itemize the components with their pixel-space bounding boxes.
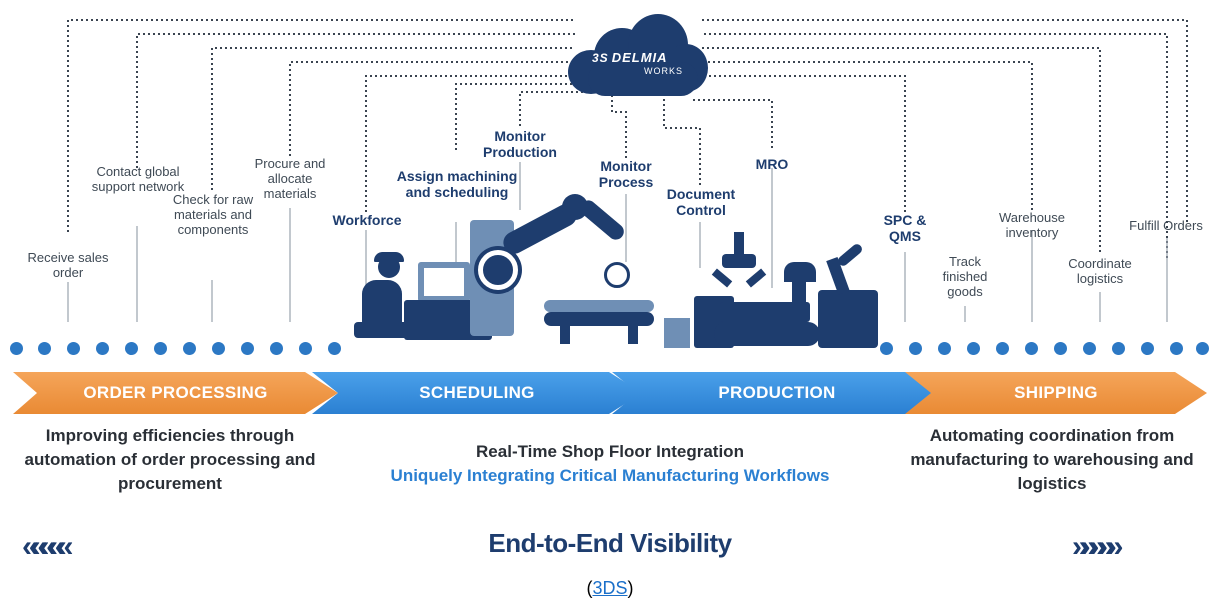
source-credit: (3DS) <box>560 578 660 599</box>
route-monitor-proc <box>611 96 627 158</box>
step-spc-qms: SPC & QMS <box>883 212 927 244</box>
route-track <box>702 61 1033 210</box>
step-fulfill-orders: Fulfill Orders <box>1129 218 1203 233</box>
step-mro: MRO <box>755 156 789 172</box>
step-assign-machining: Assign machining and scheduling <box>396 168 518 200</box>
step-monitor-production: Monitor Production <box>483 128 557 160</box>
route-check <box>211 47 575 190</box>
step-check-materials: Check for raw materials and components <box>172 192 254 237</box>
credit-close: ) <box>627 578 634 598</box>
route-spc <box>702 75 906 212</box>
credit-open: ( <box>586 578 593 598</box>
route-receive <box>67 19 575 232</box>
phase-scheduling: SCHEDULING <box>312 372 642 414</box>
step-coordinate-logistics: Coordinate logistics <box>1068 256 1132 286</box>
step-track-finished-goods: Track finished goods <box>942 254 988 299</box>
logo-sub: WORKS <box>644 66 684 76</box>
right-chevrons-icon: »»»»» <box>1072 530 1124 563</box>
center-description-line1: Real-Time Shop Floor Integration <box>476 442 744 461</box>
step-receive-sales-order: Receive sales order <box>27 250 109 280</box>
step-monitor-process: Monitor Process <box>598 158 654 190</box>
phase-production: PRODUCTION <box>612 372 942 414</box>
route-monitor-prod <box>519 91 604 126</box>
credit-link-3ds[interactable]: 3DS <box>592 578 628 598</box>
route-contact <box>136 33 575 168</box>
step-procure-materials: Procure and allocate materials <box>254 156 326 201</box>
route-workforce <box>365 75 580 212</box>
order-processing-description: Improving efficiencies through automatio… <box>24 426 316 493</box>
route-procure <box>289 61 575 156</box>
step-document-control: Document Control <box>666 186 736 218</box>
step-contact-support: Contact global support network <box>91 164 185 194</box>
phase-order-processing: ORDER PROCESSING <box>13 372 338 414</box>
step-warehouse-inventory: Warehouse inventory <box>999 210 1065 240</box>
route-fulfill <box>702 19 1188 222</box>
left-chevrons-icon: ««««« <box>22 530 74 563</box>
route-mro <box>690 99 773 148</box>
logo-brand: DELMIA <box>611 50 668 65</box>
ds-mark: 3S <box>592 51 609 65</box>
center-description-line2: Uniquely Integrating Critical Manufactur… <box>390 466 830 485</box>
route-document <box>663 96 701 185</box>
route-assign <box>455 83 592 150</box>
end-to-end-visibility-title: End-to-End Visibility <box>488 528 732 558</box>
phase-shipping: SHIPPING <box>905 372 1207 414</box>
step-workforce: Workforce <box>332 212 402 228</box>
shipping-description: Automating coordination from manufacturi… <box>910 426 1194 493</box>
